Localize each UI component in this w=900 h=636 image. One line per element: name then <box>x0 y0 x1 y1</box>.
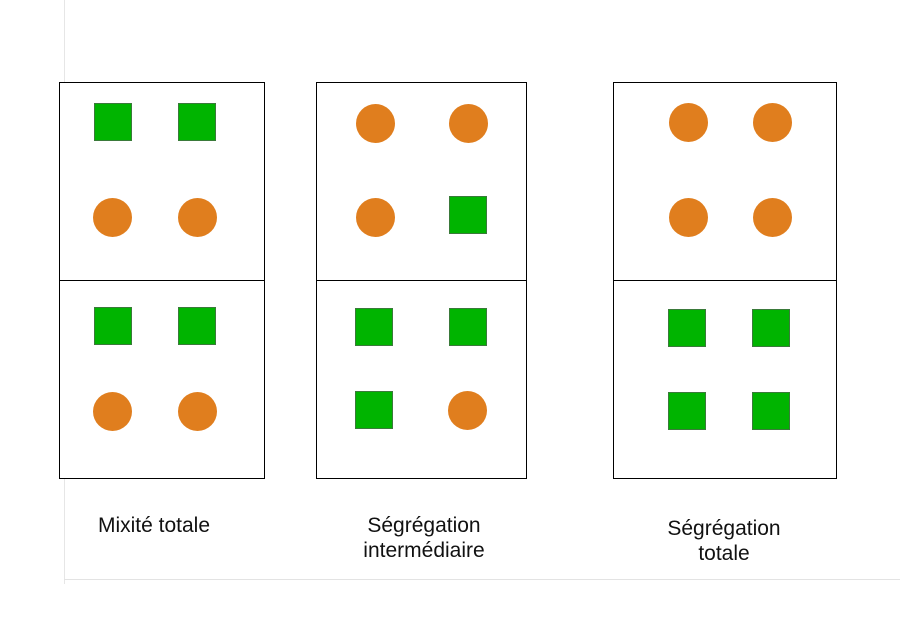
neighborhood-cell <box>613 82 837 281</box>
caption-line: totale <box>698 542 750 565</box>
panel-mixite-totale <box>59 82 265 479</box>
orange-circle <box>178 198 217 237</box>
green-square <box>449 308 487 346</box>
orange-circle <box>753 198 792 237</box>
neighborhood-cell <box>59 280 265 479</box>
green-square <box>178 103 216 141</box>
caption-line: Mixité totale <box>97 514 211 537</box>
panel-caption: Mixité totale <box>34 513 274 538</box>
neighborhood-cell <box>316 82 527 281</box>
orange-circle <box>753 103 792 142</box>
green-square <box>449 196 487 234</box>
orange-circle <box>449 104 488 143</box>
green-square <box>355 391 393 429</box>
panel-segregation-totale <box>613 82 837 479</box>
orange-circle <box>669 198 708 237</box>
neighborhood-cell <box>613 280 837 479</box>
orange-circle <box>448 391 487 430</box>
orange-circle <box>93 198 132 237</box>
orange-circle <box>356 104 395 143</box>
green-square <box>668 392 706 430</box>
green-square <box>94 307 132 345</box>
orange-circle <box>93 392 132 431</box>
green-square <box>668 309 706 347</box>
orange-circle <box>669 103 708 142</box>
neighborhood-cell <box>316 280 527 479</box>
green-square <box>94 103 132 141</box>
green-square <box>355 308 393 346</box>
green-square <box>752 392 790 430</box>
panel-segregation-intermediaire <box>316 82 527 479</box>
orange-circle <box>178 392 217 431</box>
page-margin-line-bottom <box>64 579 900 580</box>
green-square <box>178 307 216 345</box>
caption-line: Ségrégation <box>667 517 781 540</box>
neighborhood-cell <box>59 82 265 281</box>
green-square <box>752 309 790 347</box>
caption-line: Ségrégation <box>367 514 481 537</box>
caption-line: intermédiaire <box>363 539 485 562</box>
orange-circle <box>356 198 395 237</box>
